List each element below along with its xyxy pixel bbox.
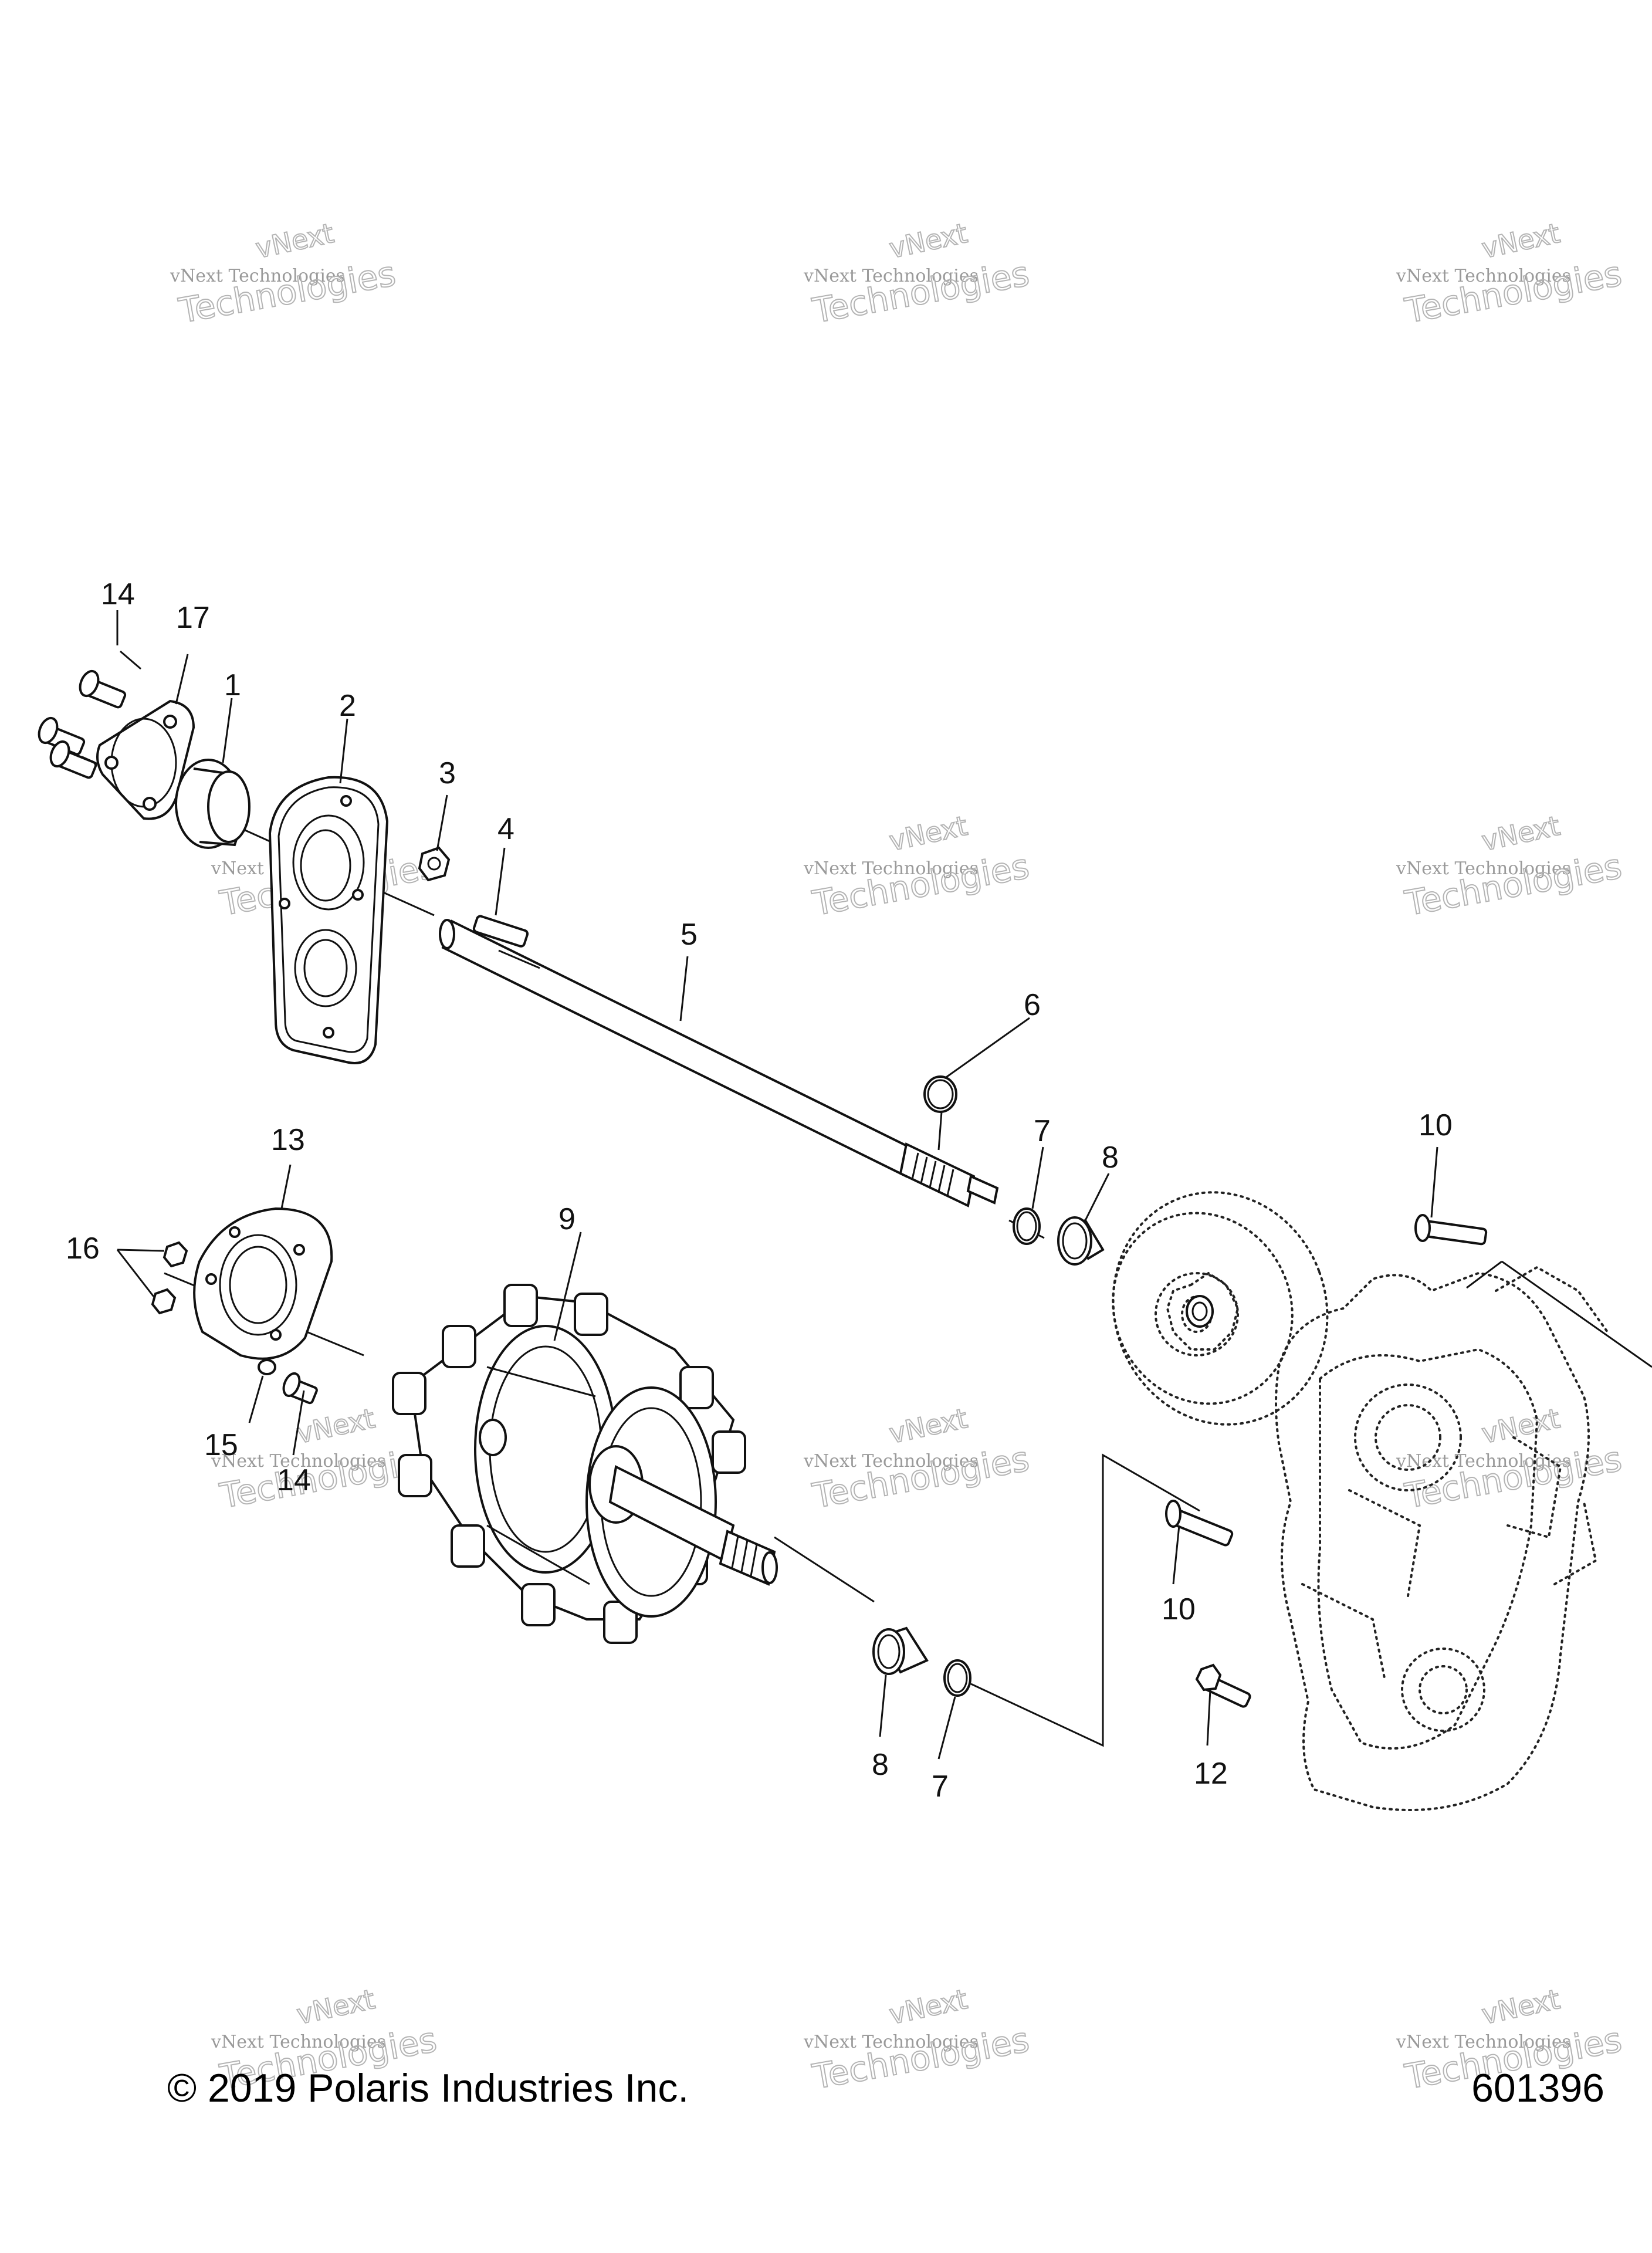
- callout-7-top: 7: [1034, 1114, 1051, 1148]
- callout-15: 15: [204, 1428, 238, 1462]
- svg-text:vNext: vNext: [294, 1983, 378, 2031]
- svg-text:vNext Technologies: vNext Technologies: [1396, 266, 1571, 286]
- drive-sprocket-part-9: [392, 1284, 778, 1644]
- callout-12: 12: [1194, 1757, 1228, 1791]
- svg-text:vNext: vNext: [886, 1983, 970, 2031]
- callout-8-bottom: 8: [872, 1748, 889, 1782]
- callout-14-top: 14: [101, 577, 135, 611]
- bolt-part-12: [1195, 1663, 1251, 1708]
- svg-text:Technologies: Technologies: [810, 253, 1032, 331]
- callout-5: 5: [681, 918, 698, 952]
- watermark: vNext vNext Technologies Technologies: [803, 809, 1032, 924]
- watermark: vNext vNext Technologies Technologies: [803, 216, 1032, 331]
- svg-text:vNext: vNext: [886, 810, 970, 857]
- callout-2: 2: [339, 689, 356, 723]
- callout-3: 3: [439, 756, 456, 790]
- callout-10-top: 10: [1419, 1108, 1453, 1142]
- o-ring-part-7-top: [1013, 1207, 1041, 1245]
- callout-16: 16: [66, 1232, 100, 1266]
- svg-text:vNext Technologies: vNext Technologies: [803, 858, 979, 879]
- side-plate-part-2: [268, 776, 389, 1064]
- flange-plate-part-17: [96, 699, 195, 820]
- figure-number: 601396: [1471, 2066, 1604, 2110]
- bolt-part-10-top: [1414, 1214, 1488, 1246]
- svg-text:vNext Technologies: vNext Technologies: [803, 266, 979, 286]
- nut-part-16: [151, 1241, 188, 1315]
- svg-text:vNext: vNext: [1479, 217, 1563, 265]
- bearing-part-8-bottom: [872, 1626, 929, 1675]
- watermark: vNext vNext Technologies Technologies: [170, 216, 399, 331]
- svg-text:vNext: vNext: [1479, 810, 1563, 857]
- callout-1: 1: [224, 668, 241, 702]
- svg-text:vNext: vNext: [1479, 1983, 1563, 2031]
- bearing-part-8-top: [1057, 1216, 1105, 1266]
- callout-9: 9: [558, 1202, 576, 1236]
- callout-13: 13: [271, 1123, 305, 1157]
- svg-text:Technologies: Technologies: [1402, 253, 1625, 331]
- bolt-part-10-mid: [1165, 1500, 1234, 1547]
- key-part-4: [472, 915, 529, 948]
- callout-8-top: 8: [1102, 1141, 1119, 1175]
- bolt-part-14: [38, 669, 127, 779]
- svg-text:vNext Technologies: vNext Technologies: [211, 1451, 386, 1471]
- svg-text:vNext Technologies: vNext Technologies: [170, 266, 345, 286]
- svg-text:vNext: vNext: [253, 217, 337, 265]
- watermark: vNext vNext Technologies Technologies: [1396, 809, 1625, 924]
- callout-17: 17: [176, 601, 210, 635]
- shaft-part-5: [439, 919, 999, 1207]
- svg-text:Technologies: Technologies: [1402, 1439, 1625, 1516]
- svg-text:Technologies: Technologies: [810, 1439, 1032, 1516]
- bearing-part-1: [175, 759, 250, 849]
- o-ring-part-7-bottom: [943, 1659, 971, 1697]
- svg-text:vNext: vNext: [886, 217, 970, 265]
- watermark: vNext vNext Technologies Technologies: [1396, 1402, 1625, 1517]
- svg-text:Technologies: Technologies: [1402, 846, 1625, 923]
- callout-4: 4: [497, 812, 514, 846]
- sprocket-reference: [1112, 1191, 1329, 1426]
- watermark: vNext vNext Technologies Technologies: [803, 1983, 1032, 2098]
- chaincase-housing-reference: [1112, 1212, 1652, 1811]
- callout-7-bottom: 7: [932, 1770, 949, 1804]
- callout-10-mid: 10: [1162, 1592, 1196, 1626]
- nut-part-3: [418, 846, 451, 882]
- callout-labels: 14 17 1 2 3 4 5 6 7 8 10 13 9 16 15 14 1…: [66, 577, 1453, 1804]
- svg-text:Technologies: Technologies: [176, 253, 399, 331]
- sprocket-teeth: [392, 1284, 746, 1644]
- svg-text:Technologies: Technologies: [810, 846, 1032, 923]
- o-ring-part-6: [923, 1075, 957, 1113]
- watermark: vNext vNext Technologies Technologies: [803, 1402, 1032, 1517]
- washer-part-15: [258, 1359, 276, 1375]
- svg-text:vNext Technologies: vNext Technologies: [803, 1451, 979, 1471]
- svg-text:vNext Technologies: vNext Technologies: [1396, 2032, 1571, 2052]
- callout-14-bottom: 14: [277, 1463, 311, 1497]
- svg-text:vNext Technologies: vNext Technologies: [803, 2032, 979, 2052]
- watermark: vNext vNext Technologies Technologies: [1396, 216, 1625, 331]
- svg-text:vNext Technologies: vNext Technologies: [211, 2032, 386, 2052]
- svg-text:vNext: vNext: [886, 1402, 970, 1450]
- leader-lines: [116, 610, 1438, 1760]
- svg-text:vNext: vNext: [294, 1402, 378, 1450]
- svg-text:vNext Technologies: vNext Technologies: [1396, 858, 1571, 879]
- svg-text:Technologies: Technologies: [810, 2019, 1032, 2097]
- watermark: vNext vNext Technologies Technologies: [1396, 1983, 1625, 2098]
- bolt-part-14-bottom: [282, 1372, 318, 1405]
- flange-plate-part-13: [193, 1207, 333, 1360]
- callout-6: 6: [1024, 988, 1041, 1022]
- copyright-notice: © 2019 Polaris Industries Inc.: [167, 2066, 689, 2110]
